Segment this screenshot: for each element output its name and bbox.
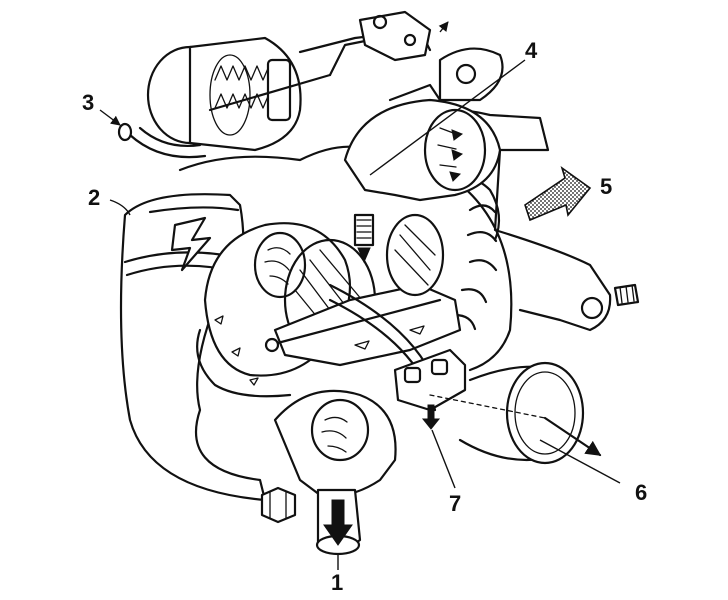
leader-lines bbox=[99, 21, 621, 570]
callout-6: 6 bbox=[635, 480, 647, 505]
callout-5: 5 bbox=[600, 174, 612, 199]
callout-2: 2 bbox=[88, 185, 100, 210]
hatched-flow-arrow bbox=[524, 165, 592, 222]
turbine-housing bbox=[178, 47, 640, 372]
callout-4: 4 bbox=[525, 38, 538, 63]
callout-labels: 1 2 3 4 5 6 7 bbox=[82, 38, 647, 595]
actuator-spring bbox=[214, 65, 276, 109]
wastegate-valve bbox=[393, 348, 467, 430]
callout-7: 7 bbox=[449, 491, 461, 516]
wastegate-actuator bbox=[117, 10, 432, 159]
center-housing bbox=[264, 213, 462, 412]
oil-return bbox=[260, 389, 397, 556]
callout-1: 1 bbox=[331, 570, 343, 595]
exhaust-inlet bbox=[343, 98, 502, 202]
callout-3: 3 bbox=[82, 90, 94, 115]
exhaust-outlet-pipe bbox=[429, 361, 602, 465]
